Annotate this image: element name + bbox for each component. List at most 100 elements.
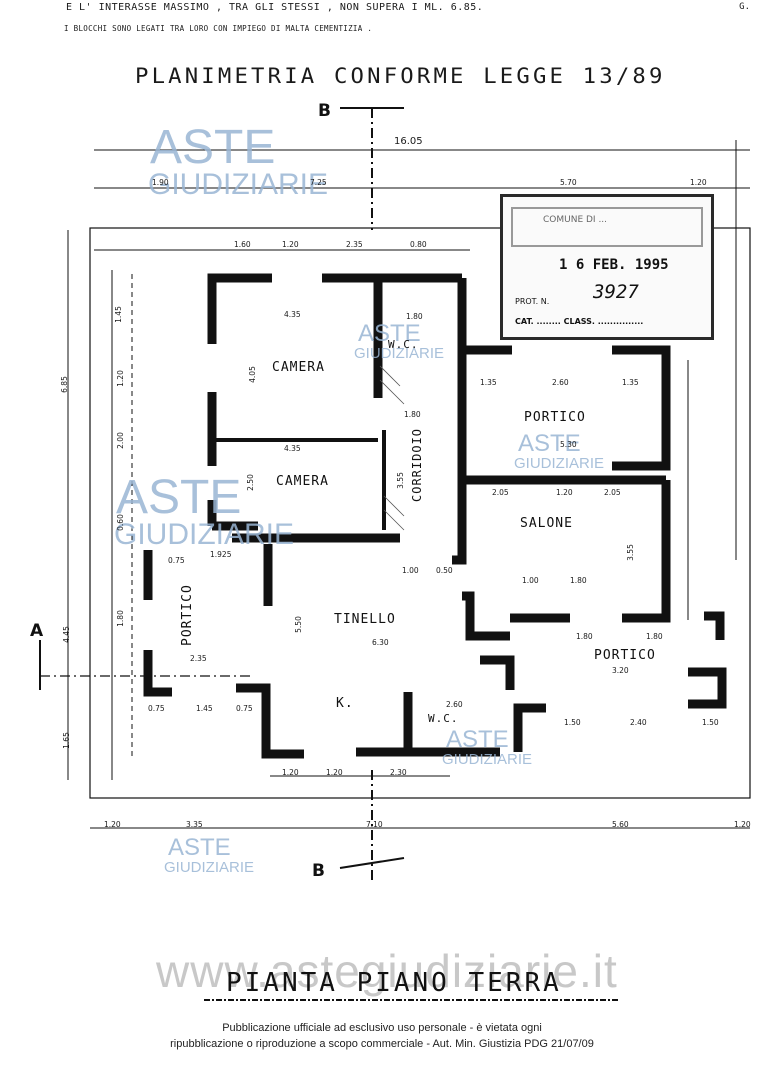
stamp-date: 1 6 FEB. 1995 [559,257,669,273]
watermark-giudiziarie-1: GIUDIZIARIE [148,168,329,201]
watermark-giudiziarie-2: GIUDIZIARIE [354,345,445,362]
top-row2-dim-2: 2.35 [346,240,363,249]
room-camera-2: CAMERA [276,474,329,489]
section-b-top-label: B [318,101,331,121]
watermark-giudiziarie-4: GIUDIZIARIE [114,518,295,551]
room-wc-top: W.C. [388,338,419,351]
dim-tinello-h: 5.50 [293,616,303,633]
watermark-aste-6: ASTE [168,834,231,861]
watermark-giudiziarie-6: GIUDIZIARIE [164,859,255,876]
top-row2-dim-1: 1.20 [282,240,299,249]
watermark-aste-2: ASTE [358,320,421,347]
dim-camera2-w: 4.35 [284,444,301,453]
dim-portico-top-2: 1.35 [622,378,639,387]
dim-wc-bottom-w: 2.60 [446,700,463,709]
dim-salone-inner-0: 1.00 [522,576,539,585]
dim-portico-top-w: 5.30 [560,440,577,449]
left-small-dim-1: 1.45 [196,704,213,713]
site-watermark: www.astegiudiziarie.it [156,945,618,997]
left-dim-5: 1.65 [61,732,71,749]
bottom-overall-dim-0: 1.20 [104,820,121,829]
stamp-header: COMUNE DI ... [543,215,608,225]
top-row2-dim-3: 0.80 [410,240,427,249]
top-dim-0: 1.90 [152,178,169,187]
plan-title-top: PLANIMETRIA CONFORME LEGGE 13/89 [134,64,666,88]
dim-salone-inner-1: 1.80 [570,576,587,585]
top-row2-dim-0: 1.60 [234,240,251,249]
dim-camera1-w: 4.35 [284,310,301,319]
municipal-stamp: COMUNE DI ... 1 6 FEB. 1995 3927 PROT. N… [500,194,714,340]
watermark-giudiziarie-5: GIUDIZIARIE [442,751,533,768]
dim-salone-0: 2.05 [492,488,509,497]
dim-salone-2: 2.05 [604,488,621,497]
room-kitchen: K. [336,696,354,711]
dim-corridor-1: 3.55 [395,472,405,489]
left-small-dim-2: 0.75 [236,704,253,713]
header-note-line1: E L' INTERASSE MASSIMO , TRA GLI STESSI … [66,2,484,13]
room-tinello: TINELLO [334,612,396,627]
bottom-overall-dim-3: 5.60 [612,820,629,829]
room-wc-bottom: W.C. [428,712,459,725]
stamp-prot-label: PROT. N. [515,297,550,306]
dim-portico-right-seg-0: 1.80 [576,632,593,641]
left-small-dim-0: 0.75 [148,704,165,713]
dim-camera1-h: 4.05 [247,366,257,383]
dim-portico-right-w: 3.20 [612,666,629,675]
dim-bottom-right-1: 2.40 [630,718,647,727]
stamp-header-box: COMUNE DI ... [511,207,703,247]
left-dim-3: 0.60 [115,514,125,531]
bottom-overall-dim-4: 1.20 [734,820,751,829]
bottom-overall-dim-2: 7.10 [366,820,383,829]
dim-tinello-w: 6.30 [372,638,389,647]
stamp-prot-number: 3927 [593,281,639,303]
bottom-dim-0: 1.20 [282,768,299,777]
dim-wc-w: 1.80 [406,312,423,321]
room-camera-1: CAMERA [272,360,325,375]
bottom-overall-dim-1: 3.35 [186,820,203,829]
dim-portico-left-top-1: 1.925 [210,550,232,559]
room-salone: SALONE [520,516,573,531]
header-note-line2: I BLOCCHI SONO LEGATI TRA LORO CON IMPIE… [64,24,373,33]
top-dim-2: 5.70 [560,178,577,187]
watermark-aste-4: ASTE [116,471,242,524]
dim-overall-width: 16.05 [394,136,423,147]
left-dim-1: 1.20 [115,370,125,387]
dim-portico-right-seg-1: 1.80 [646,632,663,641]
watermark-aste-5: ASTE [446,726,509,753]
dim-corridor-2: 1.00 [402,566,419,575]
bottom-dim-2: 2.30 [390,768,407,777]
room-corridoio: CORRIDOIO [410,427,424,502]
dim-salone-1: 1.20 [556,488,573,497]
dim-portico-top-0: 1.35 [480,378,497,387]
dim-corridor-3: 0.50 [436,566,453,575]
left-dim-0: 1.45 [113,306,123,323]
watermark-aste-3: ASTE [518,430,581,457]
top-dim-1: 7.25 [310,178,327,187]
left-dim-4: 1.80 [115,610,125,627]
plan-title-bottom: PIANTA PIANO TERRA [226,968,562,998]
room-portico-right: PORTICO [594,648,656,663]
bottom-dim-1: 1.20 [326,768,343,777]
top-dim-3: 1.20 [690,178,707,187]
left-dim-2: 2.00 [115,432,125,449]
watermark-giudiziarie-3: GIUDIZIARIE [514,455,605,472]
dim-depth-left: 4.45 [61,626,71,643]
dim-overall-depth: 6.85 [59,376,69,393]
dim-bottom-right-0: 1.50 [564,718,581,727]
dim-camera2-h: 2.50 [245,474,255,491]
disclaimer-line2: ripubblicazione o riproduzione a scopo c… [170,1038,594,1050]
dim-bottom-right-2: 1.50 [702,718,719,727]
dim-corridor-0: 1.80 [404,410,421,419]
watermark-aste-1: ASTE [150,121,276,174]
section-a-label: A [30,621,44,641]
dim-portico-top-1: 2.60 [552,378,569,387]
dim-portico-left-w: 2.35 [190,654,207,663]
dim-salone-h: 3.55 [625,544,635,561]
corner-mark: G. [739,2,750,12]
room-portico-top: PORTICO [524,410,586,425]
stamp-cat-label: CAT. ........ CLASS. ............... [515,317,644,326]
room-portico-left: PORTICO [180,584,195,646]
dim-portico-left-top-0: 0.75 [168,556,185,565]
disclaimer-line1: Pubblicazione ufficiale ad esclusivo uso… [222,1022,542,1034]
